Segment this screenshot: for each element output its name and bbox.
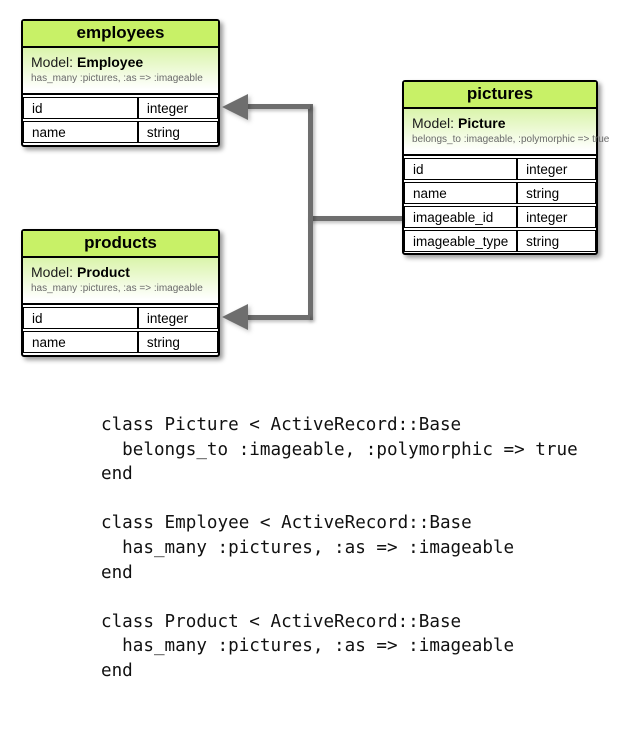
code-line: has_many :pictures, :as => :imageable <box>101 636 515 657</box>
arrow-to-employees-icon <box>222 94 248 120</box>
table-row: imageable_type string <box>404 230 596 252</box>
table-title-products: products <box>23 231 218 258</box>
code-line <box>101 585 578 610</box>
column-name-cell: name <box>413 186 447 201</box>
connector-bottom-line <box>246 315 310 320</box>
model-section-products: Model:Product has_many :pictures, :as =>… <box>23 258 218 305</box>
column-name-cell: id <box>32 311 43 326</box>
table-rows-pictures: id integer name string imageable_id inte… <box>404 156 596 253</box>
column-type-cell: integer <box>136 98 217 118</box>
table-row: name string <box>23 331 218 353</box>
model-label: Model: <box>31 264 74 280</box>
code-line: end <box>101 660 133 681</box>
table-pictures: pictures Model:Picture belongs_to :image… <box>402 80 610 255</box>
column-name-cell: name <box>32 335 66 350</box>
association-note: belongs_to :imageable, :polymorphic => t… <box>412 134 610 145</box>
model-name: Picture <box>458 115 506 131</box>
code-line <box>101 487 578 512</box>
column-name-cell: imageable_type <box>413 234 509 249</box>
model-line: Model:Product <box>31 264 210 280</box>
connector-vertical-line <box>308 104 313 320</box>
table-row: name string <box>404 182 596 204</box>
table-title-employees: employees <box>23 21 218 48</box>
model-label: Model: <box>412 115 455 131</box>
table-row: id integer <box>404 158 596 180</box>
table-row: id integer <box>23 307 218 329</box>
column-name-cell: name <box>32 125 66 140</box>
column-type-cell: string <box>136 122 217 142</box>
code-line: belongs_to :imageable, :polymorphic => t… <box>101 439 578 460</box>
arrow-to-products-icon <box>222 304 248 330</box>
column-type-cell: string <box>136 332 217 352</box>
column-type-cell: string <box>516 183 595 203</box>
column-type-cell: integer <box>136 308 217 328</box>
code-line: end <box>101 562 133 583</box>
column-name-cell: imageable_id <box>413 210 494 225</box>
column-type-cell: integer <box>516 159 595 179</box>
connector-top-line <box>246 104 310 109</box>
code-line: class Product < ActiveRecord::Base <box>101 611 462 632</box>
connector-middle-line <box>308 216 402 221</box>
code-line: has_many :pictures, :as => :imageable <box>101 537 515 558</box>
code-line: class Employee < ActiveRecord::Base <box>101 513 472 534</box>
model-section-pictures: Model:Picture belongs_to :imageable, :po… <box>404 109 610 156</box>
column-name-cell: id <box>32 101 43 116</box>
association-note: has_many :pictures, :as => :imageable <box>31 73 203 84</box>
table-row: name string <box>23 121 218 143</box>
model-line: Model:Employee <box>31 54 210 70</box>
model-name: Product <box>77 264 130 280</box>
model-section-employees: Model:Employee has_many :pictures, :as =… <box>23 48 218 95</box>
table-rows-employees: id integer name string <box>23 95 218 144</box>
table-row: imageable_id integer <box>404 206 596 228</box>
model-label: Model: <box>31 54 74 70</box>
association-note: has_many :pictures, :as => :imageable <box>31 283 203 294</box>
table-rows-products: id integer name string <box>23 305 218 354</box>
table-employees: employees Model:Employee has_many :pictu… <box>21 19 220 147</box>
column-type-cell: integer <box>516 207 595 227</box>
table-title-pictures: pictures <box>404 82 596 109</box>
code-line: end <box>101 464 133 485</box>
code-line: class Picture < ActiveRecord::Base <box>101 415 462 435</box>
column-name-cell: id <box>413 162 424 177</box>
model-line: Model:Picture <box>412 115 588 131</box>
model-name: Employee <box>77 54 144 70</box>
code-block: class Picture < ActiveRecord::Base belon… <box>101 413 578 684</box>
column-type-cell: string <box>516 231 595 251</box>
table-row: id integer <box>23 97 218 119</box>
table-products: products Model:Product has_many :picture… <box>21 229 220 357</box>
